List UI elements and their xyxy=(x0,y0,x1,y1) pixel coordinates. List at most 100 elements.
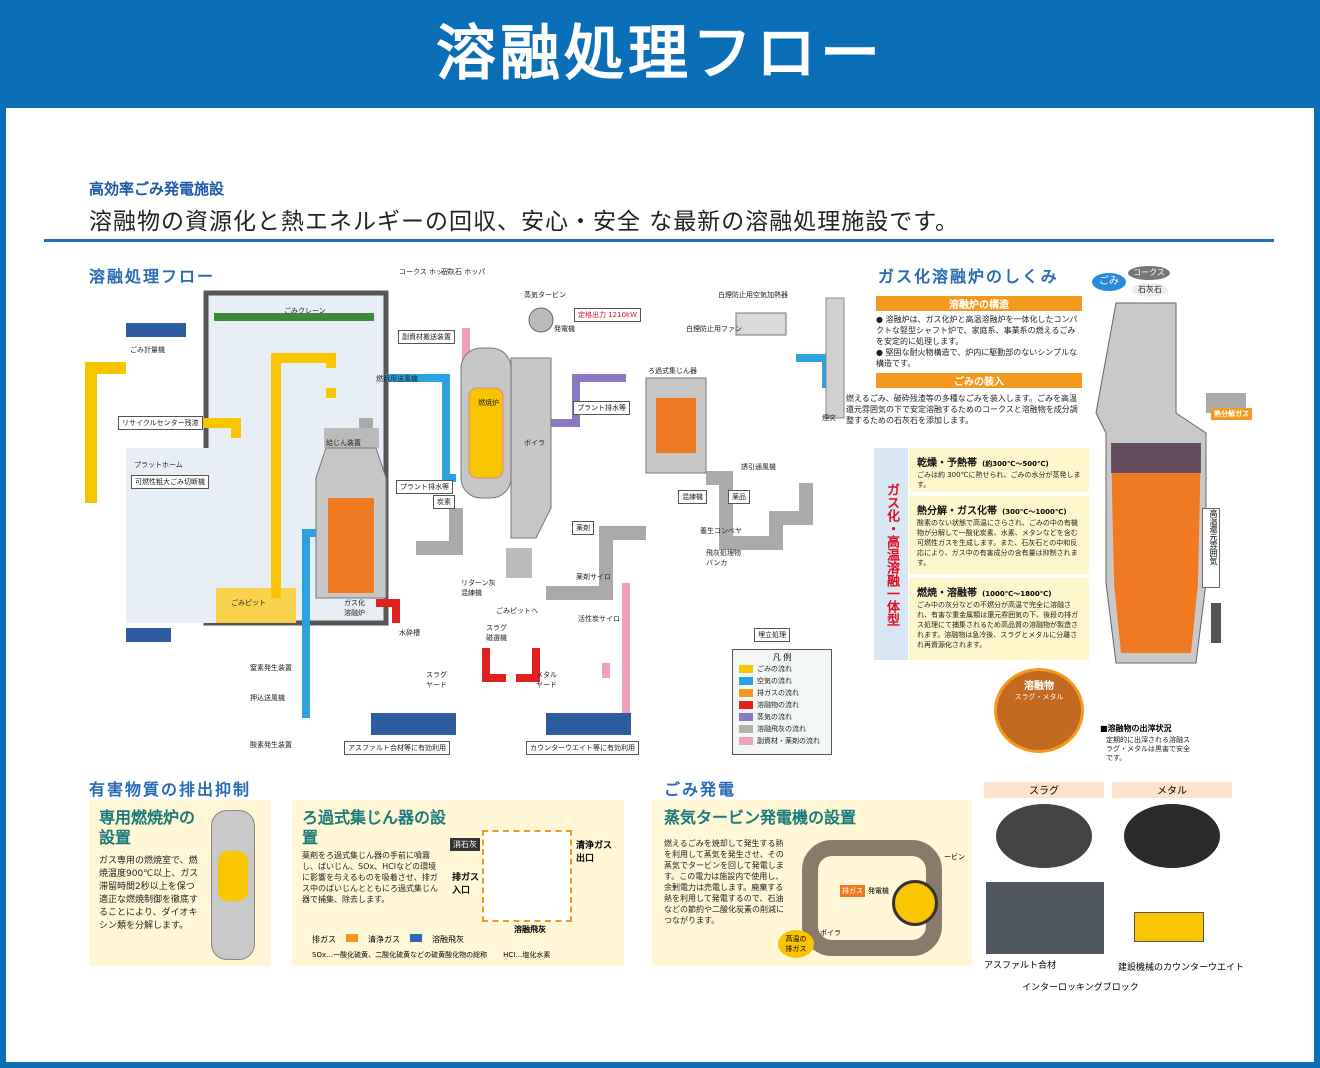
bagfilter-title: ろ過式集じん器の設置 xyxy=(302,808,447,847)
zone-drying-temp: (約300℃～500℃) xyxy=(982,460,1049,468)
label-large-cutter: 可燃性粗大ごみ切断機 xyxy=(131,475,209,489)
legend-label: 空気の流れ xyxy=(757,677,792,685)
label-recycle: リサイクルセンター残渣 xyxy=(118,416,203,430)
label-boiler: ボイラ xyxy=(524,439,545,447)
legend-title: 凡 例 xyxy=(772,653,792,662)
label-induced-fan: 誘引通風機 xyxy=(741,463,776,471)
legend-swatch xyxy=(739,725,753,733)
legend-item: 蒸気の流れ xyxy=(739,711,825,723)
legend-item: 溶融飛灰の流れ xyxy=(739,723,825,735)
metal-label: メタル xyxy=(1112,782,1232,798)
drying-layer xyxy=(1111,443,1201,473)
legend-swatch xyxy=(739,689,753,697)
vertical-label: ガス化・高温溶融一体型 xyxy=(874,448,908,660)
bagfilter-ash: 溶融飛灰 xyxy=(514,925,546,934)
label-coke-hopper: コークス ホッパ xyxy=(399,268,451,276)
legend-swatch xyxy=(739,665,753,673)
turbine-boiler: ボイラ xyxy=(820,929,841,937)
zone-pyrolysis-temp: (300℃～1000℃) xyxy=(1002,508,1067,516)
zone-pyrolysis-text: 酸素のない状態で高温にさらされ、ごみの中の有機物が分解して一酸化炭素、水素、メタ… xyxy=(917,519,1078,567)
label-carbon: 炭素 xyxy=(433,495,455,509)
bagfilter-card: ろ過式集じん器の設置 薬剤をろ過式集じん器の手前に噴霧し、ばいじん、SOx、HC… xyxy=(292,800,624,966)
chimney-shape xyxy=(825,297,845,419)
legend-clean-swatch xyxy=(410,934,422,942)
legend-gas: 排ガス xyxy=(312,935,336,944)
label-push-fan: 押込送風機 xyxy=(250,694,285,702)
harmful-section-title: 有害物質の排出抑制 xyxy=(89,780,252,799)
label-plant-water-2: プラント排水等 xyxy=(573,401,630,415)
heater-shape xyxy=(735,312,787,336)
asphalt-label: アスファルト合材 xyxy=(984,961,1057,971)
incinerator-text: ガス専用の燃焼室で、燃焼温度900℃以上、ガス滞留時間2秒以上を保つ適正な燃焼制… xyxy=(99,856,199,931)
bagfilter-text: 薬剤をろ過式集じん器の手前に噴霧し、ばいじん、SOx、HCIなどの環境に影響を与… xyxy=(302,851,438,904)
label-pit: ごみピット xyxy=(231,599,266,607)
flow-section-title: 溶融処理フロー xyxy=(89,267,216,286)
tap-title: ■溶融物の出滓状況 xyxy=(1100,724,1172,733)
boiler-shape xyxy=(510,357,552,539)
label-counterweight-use: カウンターウエイト等に有効利用 xyxy=(526,741,639,755)
label-burner: 燃焼炉 xyxy=(478,399,499,407)
turbine-gas: 排ガス xyxy=(840,885,865,897)
note-sox: SOx…一酸化硫黄、二酸化硫黄などの硫黄酸化物の総称 xyxy=(312,951,488,959)
legend-label: 蒸気の流れ xyxy=(757,713,792,721)
intro-subtitle: 高効率ごみ発電施設 xyxy=(89,180,225,198)
zone-melting-title: 燃焼・溶融帯 xyxy=(917,588,977,599)
incinerator-title: 専用燃焼炉の設置 xyxy=(99,808,196,847)
input-waste: ごみ xyxy=(1092,273,1126,291)
label-combustion-fan: 燃焼用送風機 xyxy=(376,375,418,383)
turbine-card: 蒸気タービン発電機の設置 燃えるごみを焼却して発生する熱を利用して蒸気を発生させ… xyxy=(652,800,972,966)
zone-pyrolysis-title: 熱分解・ガス化帯 xyxy=(917,506,997,517)
label-metal-yard: メタル ヤード xyxy=(536,671,557,689)
return-ash-mixer xyxy=(506,548,532,578)
label-scale: ごみ計量機 xyxy=(130,346,165,354)
bag-filter-fill xyxy=(656,398,696,453)
tuyere xyxy=(1211,603,1221,643)
legend-item: ごみの流れ xyxy=(739,663,825,675)
legend-label: ごみの流れ xyxy=(757,665,792,673)
bagfilter-outlet: 清浄ガス 出口 xyxy=(576,841,613,864)
tap-text: 定期的に出滓される溶融スラグ・メタルは黒害で安全です。 xyxy=(1106,736,1190,762)
waste-flow-path xyxy=(85,362,126,503)
bagfilter-inlet: 排ガス 入口 xyxy=(452,873,480,896)
input-coke: コークス xyxy=(1128,266,1170,280)
bagfilter-legend: 排ガス 清浄ガス 溶融飛灰 xyxy=(312,934,464,945)
label-carbon-silo: 活性炭サイロ xyxy=(578,615,620,623)
turbine-gen: 発電機 xyxy=(868,887,889,895)
incinerator-card: 専用燃焼炉の設置 ガス専用の燃焼室で、燃焼温度900℃以上、ガス滞留時間2秒以上… xyxy=(89,800,271,966)
legend-items: ごみの流れ空気の流れ排ガスの流れ溶融物の流れ蒸気の流れ溶融飛灰の流れ副資材・薬剤… xyxy=(739,663,825,747)
turbine-label: ービン xyxy=(944,853,965,861)
label-chem-silo: 薬剤サイロ xyxy=(576,573,611,581)
structure-title: 溶融炉の構造 xyxy=(876,296,1082,311)
label-chemical: 薬剤 xyxy=(572,521,594,535)
label-oxygen: 酸素発生装置 xyxy=(250,741,292,749)
charging-title: ごみの装入 xyxy=(876,373,1082,388)
turbine-shape xyxy=(528,307,554,333)
turbine-text: 燃えるごみを焼却して発生する熱を利用して蒸気を発生させ、その蒸気でタービンを回し… xyxy=(664,839,784,925)
legend-label: 副資材・薬剤の流れ xyxy=(757,737,820,745)
turbine-hot-gas: 高温の 排ガス xyxy=(778,930,814,958)
label-atmosphere: 高温還元雰囲気 xyxy=(1202,508,1220,588)
label-to-pit: ごみピットへ xyxy=(496,607,538,615)
legend-item: 溶融物の流れ xyxy=(739,699,825,711)
label-output: 定格出力 1210kW xyxy=(574,308,642,322)
label-pyro-gas: 熱分解ガス xyxy=(1211,408,1252,420)
legend-ash: 溶融飛灰 xyxy=(432,935,464,944)
bagfilter-image xyxy=(482,830,572,922)
intro-divider xyxy=(44,239,1274,242)
legend-swatch xyxy=(739,737,753,745)
legend-item: 空気の流れ xyxy=(739,675,825,687)
furnace-illustration xyxy=(1095,302,1246,664)
intro-lead: 溶融物の資源化と熱エネルギーの回収、安心・安全 な最新の溶融処理施設です。 xyxy=(89,209,960,235)
zone-drying-title: 乾燥・予熱帯 xyxy=(917,458,977,469)
legend-swatch xyxy=(739,701,753,709)
truck-slag xyxy=(371,713,456,735)
label-conveyor: 養生コンベヤ xyxy=(700,527,742,535)
zone-drying-text: ごみは約 300℃に熱せられ、ごみの水分が蒸発します。 xyxy=(917,471,1081,489)
legend-item: 排ガスの流れ xyxy=(739,687,825,699)
legend-swatch xyxy=(739,713,753,721)
charging-text: 燃えるごみ、破砕残渣等の多種なごみを装入します。ごみを高温還元雰囲気の下で安定溶… xyxy=(846,394,1078,425)
zone-drying: 乾燥・予熱帯 (約300℃～500℃) ごみは約 300℃に熱せられ、ごみの水分… xyxy=(909,448,1089,492)
label-bag-filter: ろ過式集じん器 xyxy=(648,367,697,375)
legend-label: 溶融物の流れ xyxy=(757,701,799,709)
incinerator-coil xyxy=(218,851,248,901)
